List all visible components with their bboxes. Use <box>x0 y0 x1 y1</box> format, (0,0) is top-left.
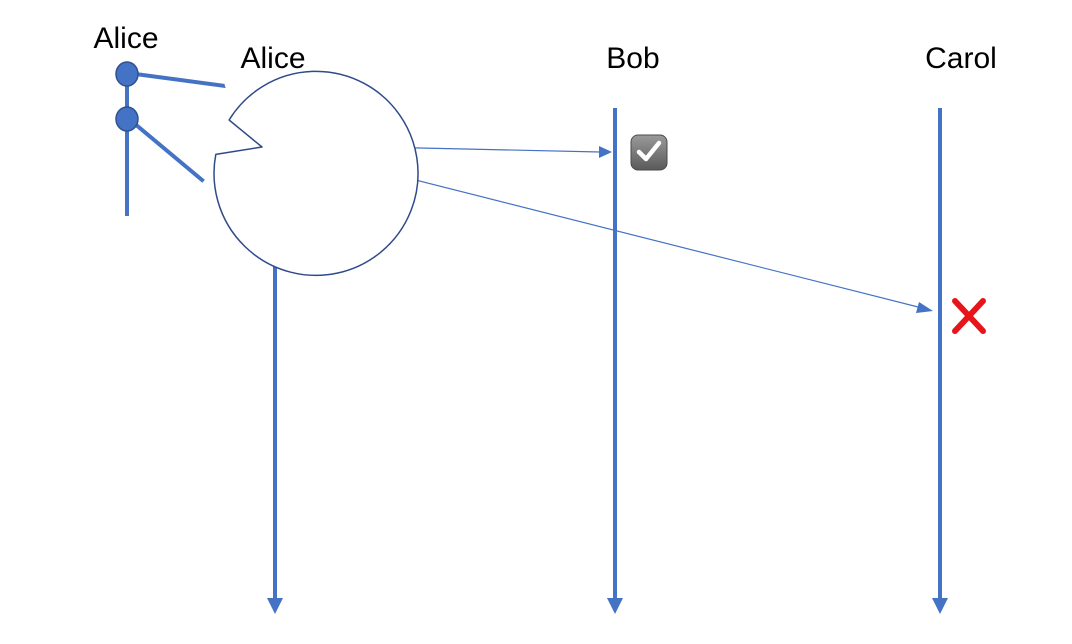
zoom-callout-bubble <box>213 70 419 277</box>
zoom-message-line-upper <box>127 71 229 90</box>
zoom-callout-label: Alice <box>93 22 158 55</box>
message-alice-to-bob-arrowhead <box>599 146 612 158</box>
lifeline-alice-arrowhead <box>267 598 283 614</box>
lifeline-bob <box>607 108 623 614</box>
participant-label-alice: Alice <box>240 42 305 75</box>
participant-label-bob: Bob <box>606 42 659 75</box>
participant-label-carol: Carol <box>925 42 997 75</box>
red-x-icon <box>952 298 986 334</box>
message-alice-to-carol-arrowhead <box>916 302 933 313</box>
zoom-event-dot-lower <box>115 106 139 132</box>
lifeline-carol-arrowhead <box>932 598 948 614</box>
zoom-event-dot-upper <box>115 61 139 87</box>
lifeline-carol <box>932 108 948 614</box>
checkmark-icon <box>630 134 668 171</box>
lifeline-bob-arrowhead <box>607 598 623 614</box>
zoom-message-line-lower <box>127 117 222 197</box>
